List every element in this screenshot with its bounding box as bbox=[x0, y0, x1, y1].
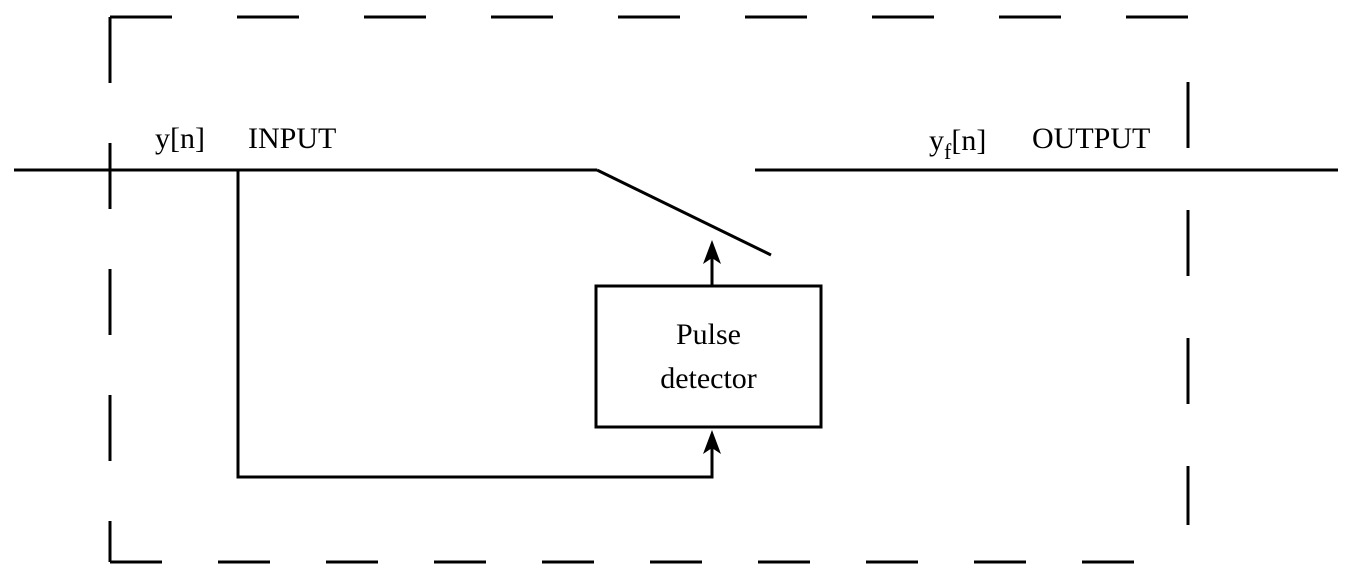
output-label: OUTPUT bbox=[1032, 122, 1151, 155]
arrow-into-detector bbox=[703, 430, 721, 454]
output-signal-index: [n] bbox=[951, 124, 987, 157]
pulse-detector-label-line1: Pulse bbox=[675, 318, 741, 351]
arrow-to-switch bbox=[703, 240, 721, 264]
pulse-detector-box bbox=[594, 284, 823, 429]
output-signal-base: y bbox=[929, 124, 944, 157]
pulse-detector-label-line2: detector bbox=[660, 362, 757, 395]
dashed-boundary bbox=[108, 15, 1190, 564]
input-label: INPUT bbox=[248, 122, 337, 155]
output-signal-label: yf[n] bbox=[929, 124, 987, 163]
switch-blade bbox=[596, 168, 772, 257]
output-signal-subscript: f bbox=[944, 139, 952, 164]
input-signal-label: y[n] bbox=[155, 122, 205, 155]
branch-path bbox=[236, 170, 714, 479]
